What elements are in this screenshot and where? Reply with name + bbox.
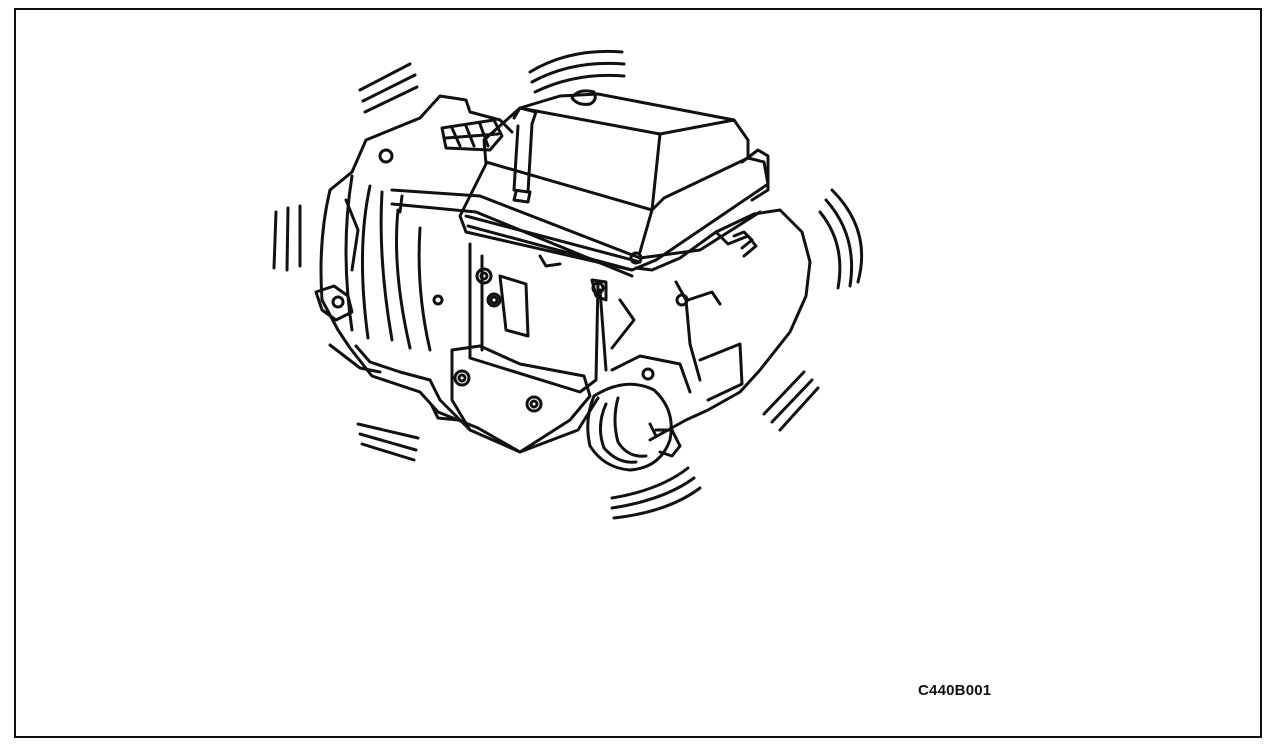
bell-housing	[314, 94, 600, 454]
vibration-lines-left	[272, 204, 302, 272]
vibration-lines-top	[528, 49, 626, 94]
figure-code: C440B001	[918, 682, 992, 699]
right-case	[610, 208, 812, 442]
vibration-lines-right	[818, 188, 864, 290]
vibration-lines-bottom-left	[356, 422, 420, 462]
output-cap	[586, 382, 682, 472]
lower-bracket	[354, 344, 460, 422]
vibration-lines-bottom	[610, 466, 702, 520]
center-case	[438, 242, 608, 454]
id-plate	[440, 118, 504, 152]
dipstick-tube	[512, 106, 538, 204]
valve-body-cover	[458, 89, 770, 272]
case-bolts	[453, 251, 655, 413]
vibration-lines-bottom-right	[762, 370, 820, 432]
figure-frame	[14, 8, 1262, 738]
case-rail	[390, 188, 762, 278]
vibration-lines-top-left	[358, 62, 419, 114]
